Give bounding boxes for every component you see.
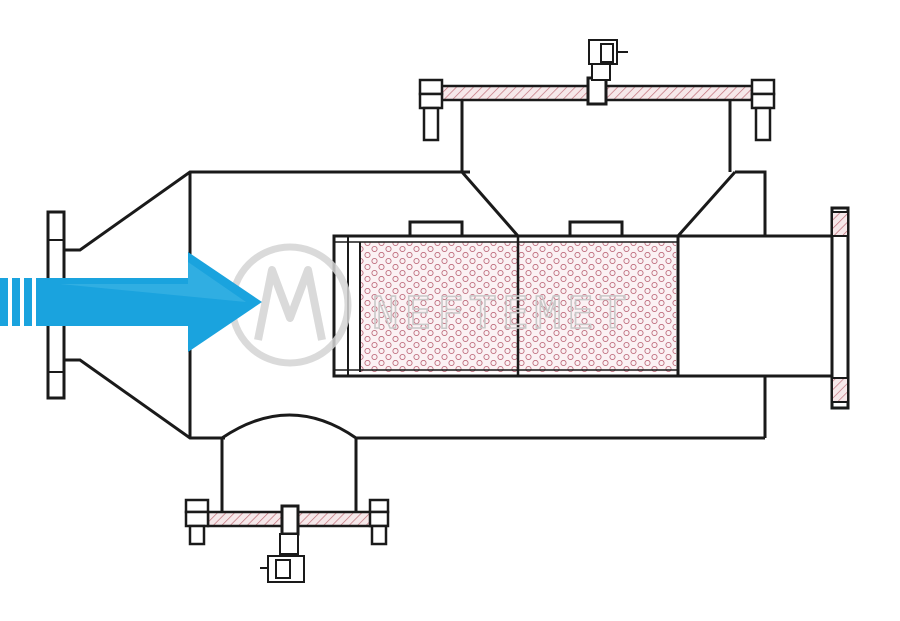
bolt-icon bbox=[418, 78, 444, 142]
watermark-text: NEFTEMET bbox=[372, 288, 632, 339]
outlet-nozzle bbox=[678, 234, 832, 378]
top-cover-flange-icon bbox=[418, 76, 776, 142]
strainer-body bbox=[64, 170, 767, 440]
bottom-valve-icon bbox=[260, 533, 305, 583]
bolt-icon bbox=[750, 78, 776, 142]
bolt-icon bbox=[184, 498, 210, 546]
bolt-icon bbox=[368, 498, 390, 546]
bottom-drain-flange-icon bbox=[184, 498, 390, 546]
outlet-flange-icon bbox=[830, 206, 850, 410]
top-valve-icon bbox=[588, 39, 628, 81]
bottom-drain-housing bbox=[220, 413, 358, 512]
flow-arrow-icon bbox=[0, 252, 262, 352]
perforated-filter-element-icon bbox=[332, 234, 680, 378]
top-cover-housing bbox=[408, 100, 737, 238]
